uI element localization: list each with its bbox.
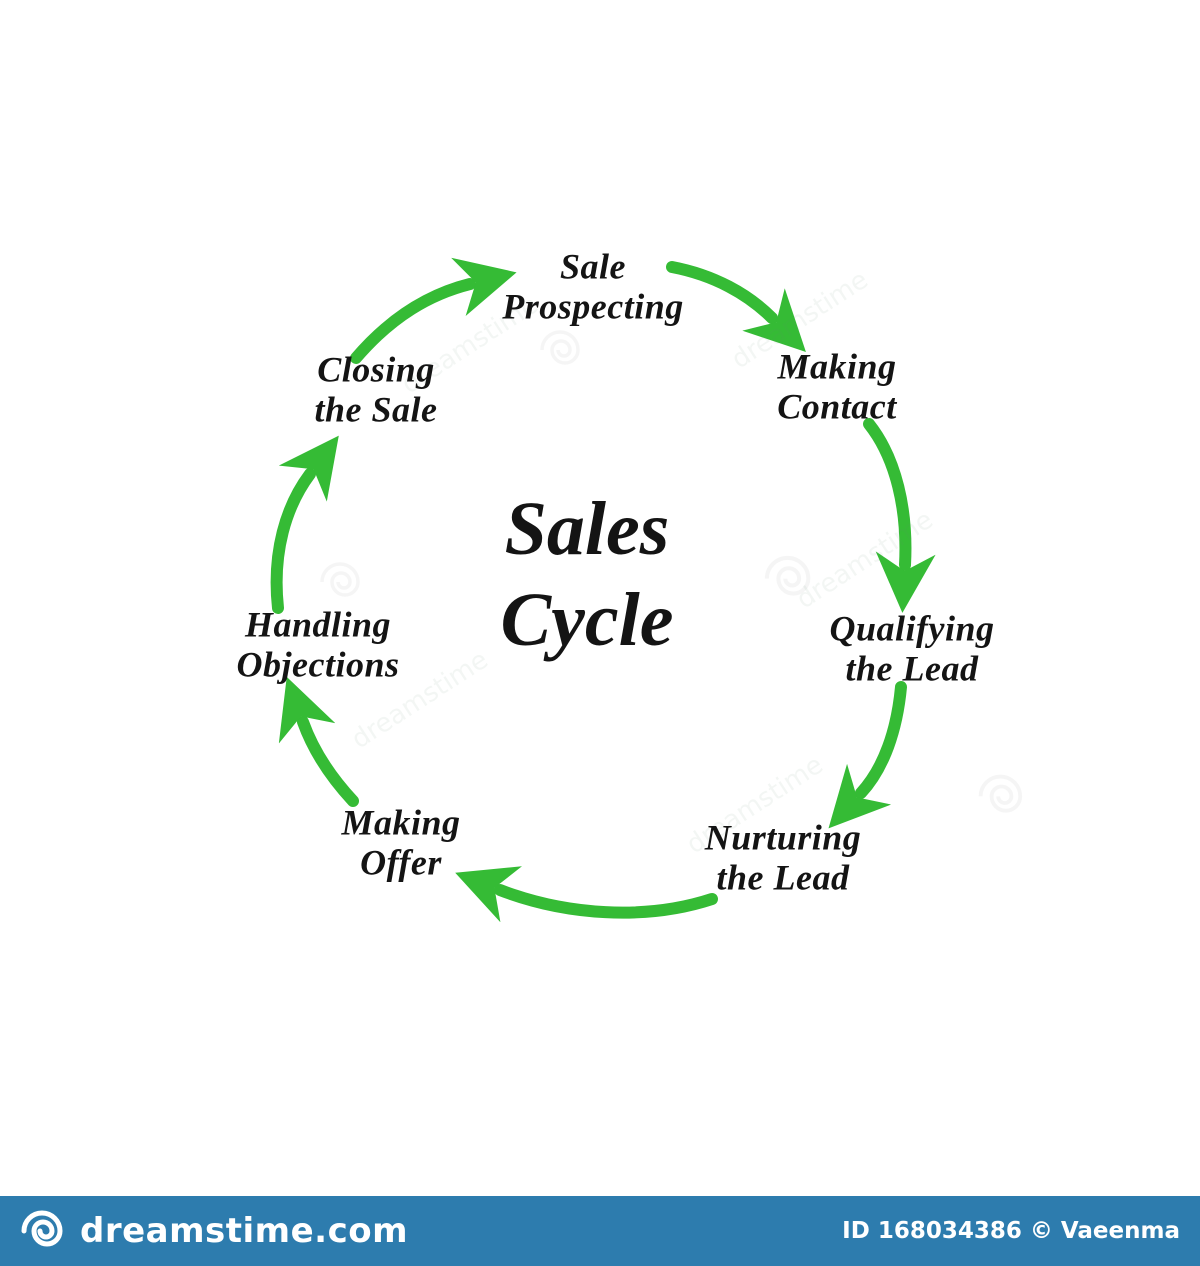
watermark-spirals <box>320 330 1023 813</box>
arrow-qualifying-to-nurturing <box>828 681 907 829</box>
stage-nurturing-the-lead: Nurturing the Lead <box>704 817 862 897</box>
cycle-arrows-layer <box>270 257 1023 923</box>
stage-handling-objections: Handling Objections <box>236 604 400 684</box>
stage-closing-the-sale: Closing the Sale <box>314 349 438 429</box>
arrow-closing-to-prospecting <box>350 257 517 364</box>
stage-qualifying-the-lead: Qualifying the Lead <box>829 608 995 688</box>
watermark-brand: dreamstime.com <box>80 1211 409 1251</box>
arrow-prospecting-to-contact <box>666 261 806 352</box>
arrow-contact-to-qualifying <box>863 418 936 613</box>
watermark-credit: ID 168034386 © Vaeenma <box>842 1218 1180 1244</box>
arrow-offer-to-handling <box>278 676 359 807</box>
arrow-nurturing-to-offer <box>455 866 718 923</box>
arrow-handling-to-closing <box>270 435 339 614</box>
sales-cycle-diagram: dreamstime dreamstime dreamstime dreamst… <box>236 246 1023 923</box>
stage-making-offer: Making Offer <box>341 802 461 882</box>
diagram-title: Sales Cycle <box>500 486 674 662</box>
stage-sale-prospecting: Sale Prospecting <box>502 246 684 326</box>
watermark-bar: dreamstime.com ID 168034386 © Vaeenma <box>0 1196 1200 1266</box>
dreamstime-logo-icon <box>21 1210 63 1247</box>
watermark-bar-left: dreamstime.com <box>18 1207 408 1255</box>
stage-making-contact: Making Contact <box>777 346 897 426</box>
